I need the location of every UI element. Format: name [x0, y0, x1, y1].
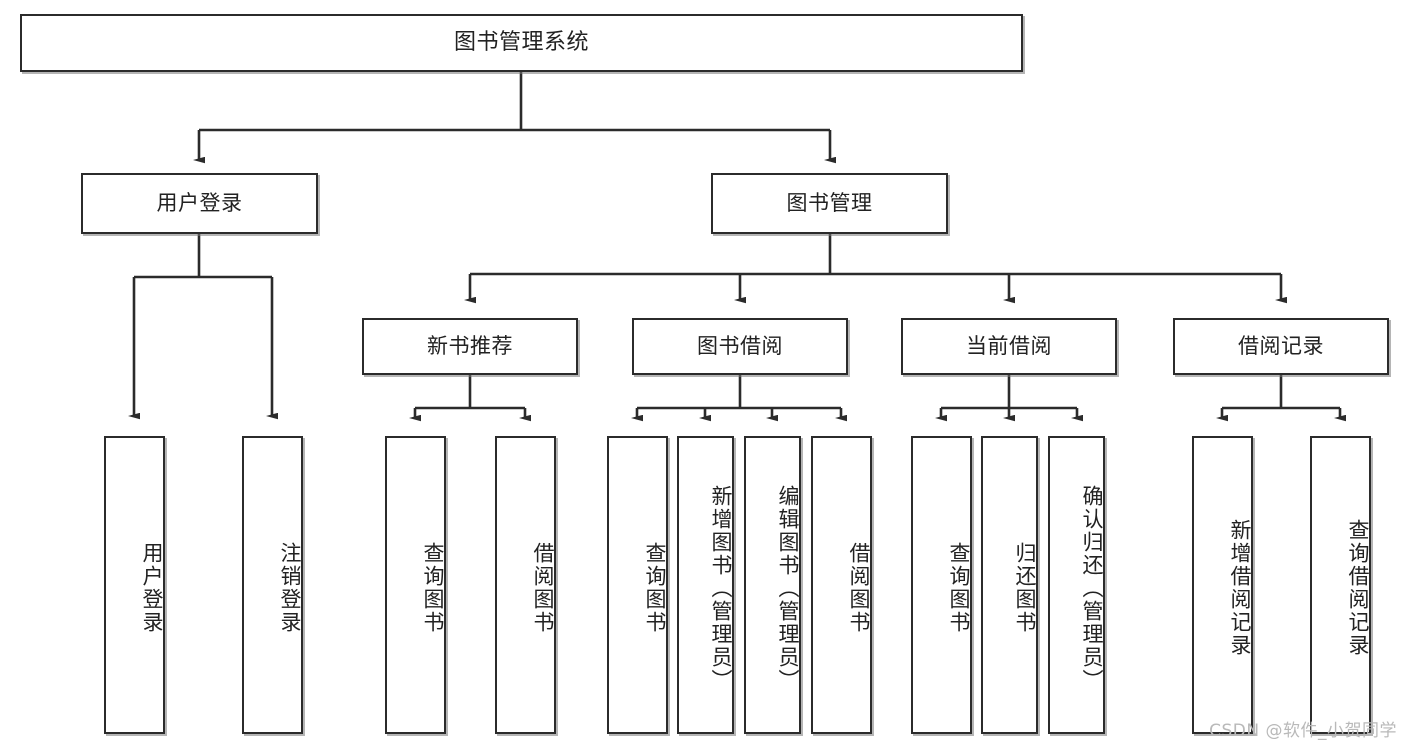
leaf-borrow-query-book[interactable]: 查询图书 — [607, 436, 668, 734]
node-label: 确认归还（管理员） — [1080, 484, 1104, 692]
node-label: 图书管理系统 — [453, 30, 589, 56]
node-current-borrow[interactable]: 当前借阅 — [901, 318, 1117, 375]
node-label: 借阅记录 — [1238, 334, 1324, 359]
leaf-current-query-book[interactable]: 查询图书 — [911, 436, 972, 734]
node-book-management[interactable]: 图书管理 — [711, 173, 948, 234]
node-label: 用户登录 — [140, 542, 164, 634]
leaf-current-confirm-return-admin[interactable]: 确认归还（管理员） — [1048, 436, 1105, 734]
node-label: 借阅图书 — [847, 542, 871, 634]
leaf-borrow-borrow-book[interactable]: 借阅图书 — [811, 436, 872, 734]
node-borrow-record[interactable]: 借阅记录 — [1173, 318, 1389, 375]
node-label: 借阅图书 — [531, 542, 555, 634]
node-label: 用户登录 — [156, 191, 243, 216]
csdn-watermark: CSDN @软件_小贺同学 — [1209, 721, 1397, 741]
node-label: 编辑图书（管理员） — [776, 484, 800, 692]
node-label: 查询图书 — [947, 542, 971, 634]
node-label: 查询借阅记录 — [1346, 519, 1370, 657]
node-new-book-recommend[interactable]: 新书推荐 — [362, 318, 578, 375]
node-label: 查询图书 — [421, 542, 445, 634]
node-label: 查询图书 — [643, 542, 667, 634]
leaf-borrow-edit-book-admin[interactable]: 编辑图书（管理员） — [744, 436, 801, 734]
node-label: 图书借阅 — [697, 334, 783, 359]
node-label: 图书管理 — [786, 191, 873, 216]
leaf-borrow-add-book-admin[interactable]: 新增图书（管理员） — [677, 436, 734, 734]
leaf-user-login-logout[interactable]: 注销登录 — [242, 436, 303, 734]
node-label: 新增借阅记录 — [1228, 519, 1252, 657]
leaf-user-login-login[interactable]: 用户登录 — [104, 436, 165, 734]
node-label: 新增图书（管理员） — [709, 484, 733, 692]
node-label: 当前借阅 — [966, 334, 1052, 359]
node-user-login[interactable]: 用户登录 — [81, 173, 318, 234]
leaf-recommend-query-book[interactable]: 查询图书 — [385, 436, 446, 734]
leaf-recommend-borrow-book[interactable]: 借阅图书 — [495, 436, 556, 734]
leaf-record-query-record[interactable]: 查询借阅记录 — [1310, 436, 1371, 734]
node-root-system[interactable]: 图书管理系统 — [20, 14, 1023, 72]
leaf-record-add-record[interactable]: 新增借阅记录 — [1192, 436, 1253, 734]
node-book-borrow[interactable]: 图书借阅 — [632, 318, 848, 375]
leaf-current-return-book[interactable]: 归还图书 — [981, 436, 1038, 734]
node-label: 注销登录 — [278, 542, 302, 634]
node-label: 归还图书 — [1013, 542, 1037, 634]
node-label: 新书推荐 — [427, 334, 513, 359]
